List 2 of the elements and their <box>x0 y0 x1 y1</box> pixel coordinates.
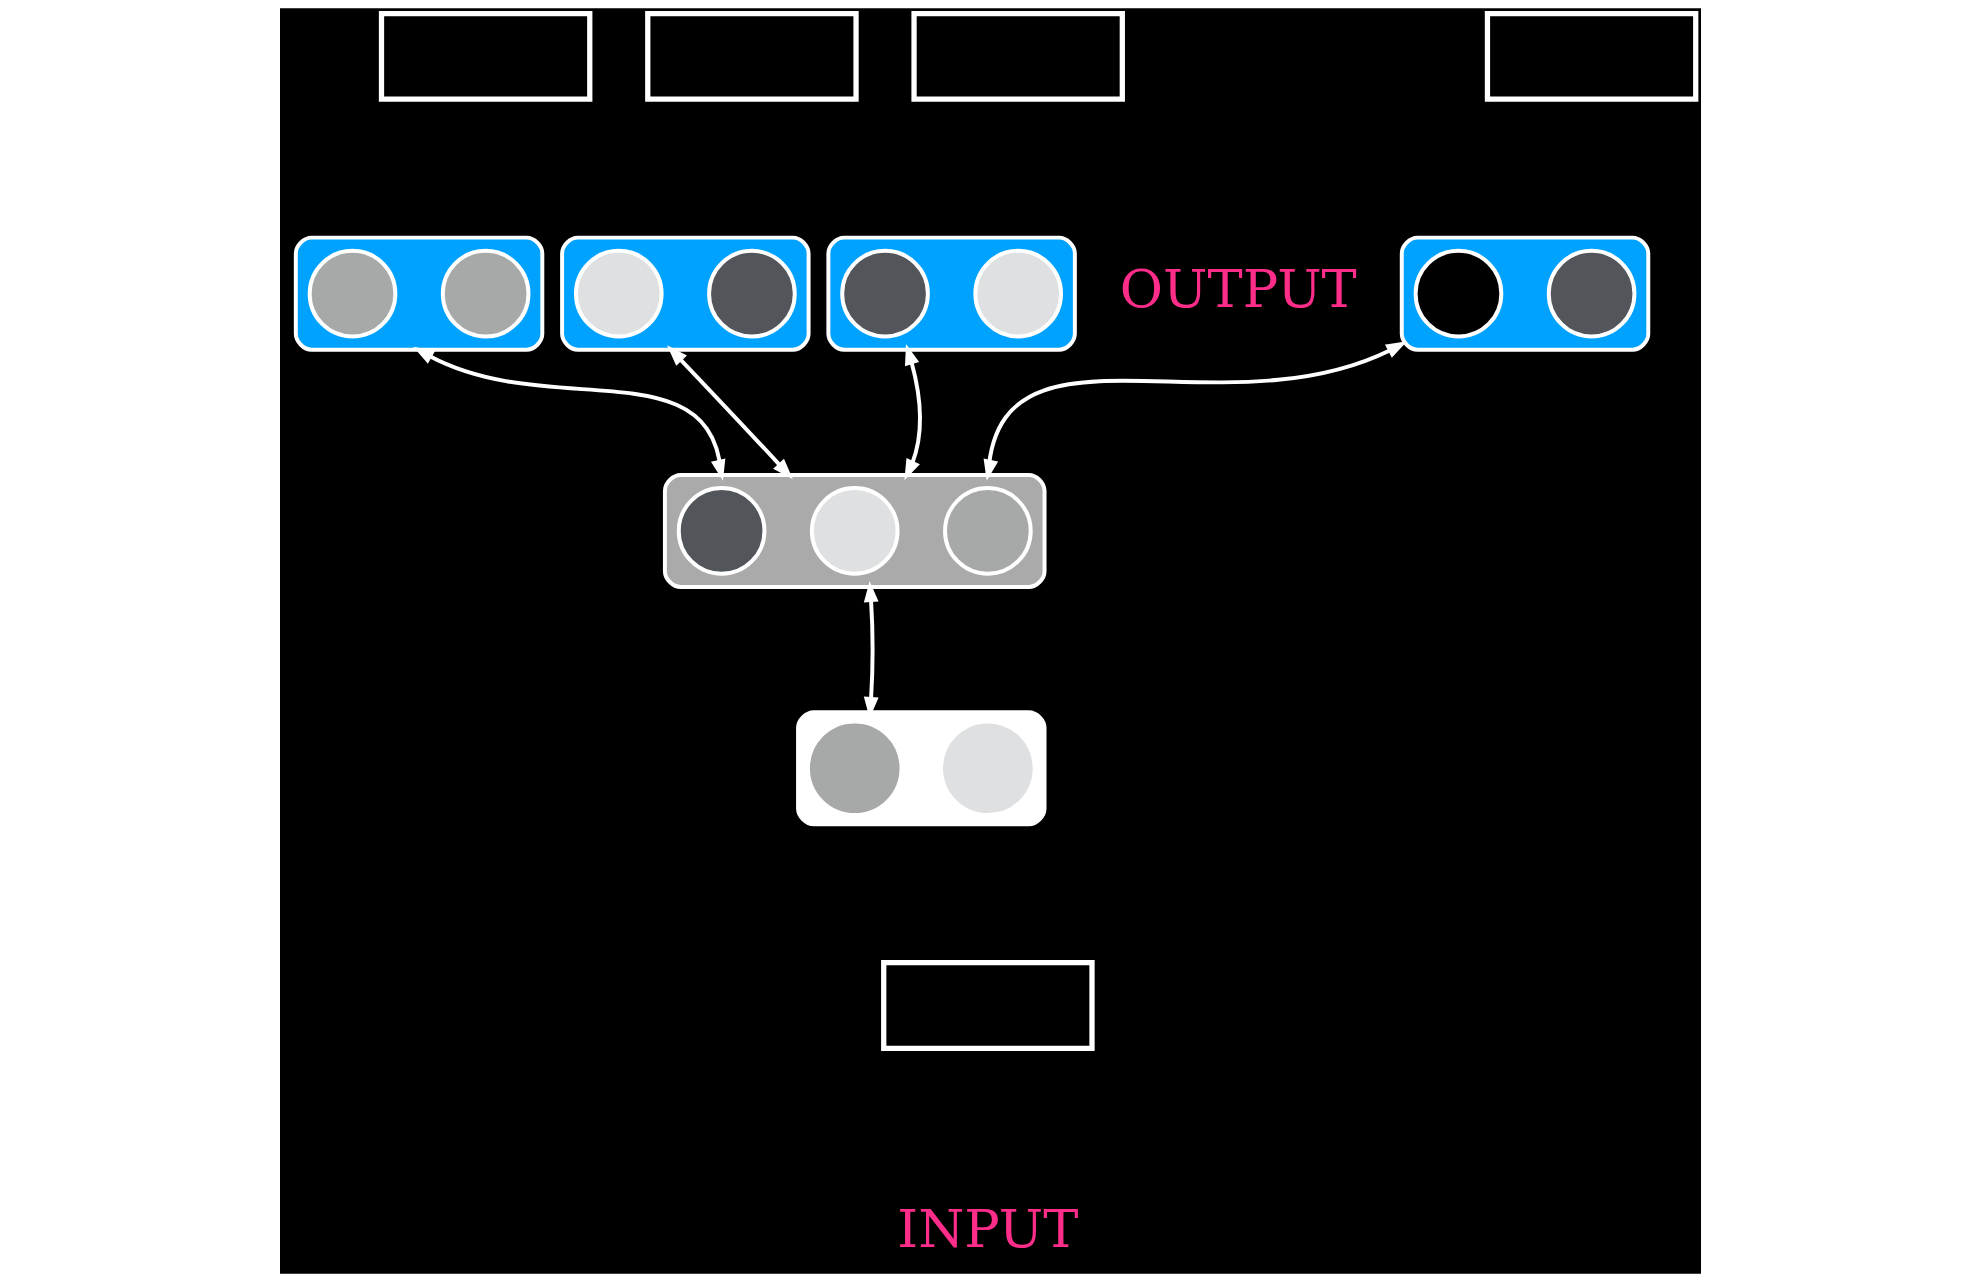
label: INPUT <box>897 1198 1079 1260</box>
label: OUTPUT <box>1119 257 1357 319</box>
